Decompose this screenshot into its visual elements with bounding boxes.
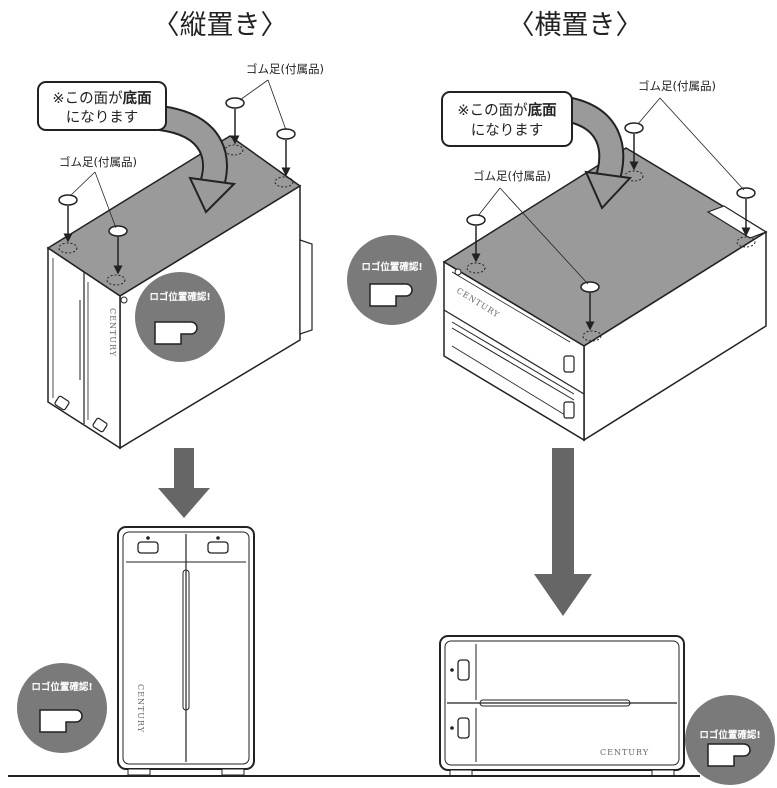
pointing-hand-icon: [39, 709, 83, 733]
pointing-hand-icon: [154, 321, 198, 345]
horizontal-callout-bold: 底面: [528, 101, 557, 119]
horizontal-badge-top-label: ロゴ位置確認!: [361, 261, 422, 273]
vertical-callout-bold: 底面: [123, 89, 152, 107]
horizontal-down-arrow: [534, 448, 592, 616]
vertical-badge-bottom-label: ロゴ位置確認!: [31, 681, 92, 693]
horizontal-device-iso: CENTURY: [442, 147, 768, 442]
vertical-device-front: CENTURY: [117, 526, 255, 776]
vertical-feet-label-left: ゴム足(付属品): [59, 155, 137, 169]
horizontal-badge-bottom-label: ロゴ位置確認!: [699, 729, 760, 741]
horizontal-logo-badge-bottom: ロゴ位置確認!: [685, 695, 775, 785]
vertical-iso-brand: CENTURY: [108, 308, 117, 357]
horizontal-device-front: CENTURY: [439, 635, 685, 777]
vertical-callout: ※この面が底面 になります: [37, 81, 237, 214]
horizontal-logo-badge-top: ロゴ位置確認!: [347, 235, 437, 325]
horizontal-callout-line2: になります: [471, 122, 544, 139]
vertical-logo-badge-top: ロゴ位置確認!: [135, 272, 225, 362]
vertical-logo-badge-bottom: ロゴ位置確認!: [17, 663, 107, 753]
horizontal-front-brand: CENTURY: [600, 748, 649, 757]
horizontal-feet-label-left: ゴム足(付属品): [473, 169, 551, 183]
horizontal-callout-prefix: ※この面が: [457, 102, 528, 119]
horizontal-rubber-feet: [466, 122, 756, 331]
svg-text:※この面が底面: ※この面が底面: [457, 101, 556, 119]
vertical-rubber-feet: [58, 97, 296, 275]
horizontal-feet-label-top: ゴム足(付属品): [638, 79, 716, 93]
vertical-callout-prefix: ※この面が: [52, 90, 123, 107]
vertical-front-brand: CENTURY: [136, 684, 145, 733]
vertical-feet-label-top: ゴム足(付属品): [246, 62, 324, 76]
pointing-hand-icon: [369, 283, 413, 307]
vertical-callout-line2: になります: [66, 109, 139, 126]
svg-text:※この面が底面: ※この面が底面: [52, 89, 151, 107]
vertical-down-arrow: [158, 448, 210, 518]
vertical-badge-top-label: ロゴ位置確認!: [149, 291, 210, 303]
pointing-hand-icon: [707, 743, 751, 767]
horizontal-callout: ※この面が底面 になります: [441, 91, 633, 210]
vertical-title: 〈縦置き〉: [153, 10, 288, 41]
horizontal-title: 〈横置き〉: [508, 10, 643, 41]
